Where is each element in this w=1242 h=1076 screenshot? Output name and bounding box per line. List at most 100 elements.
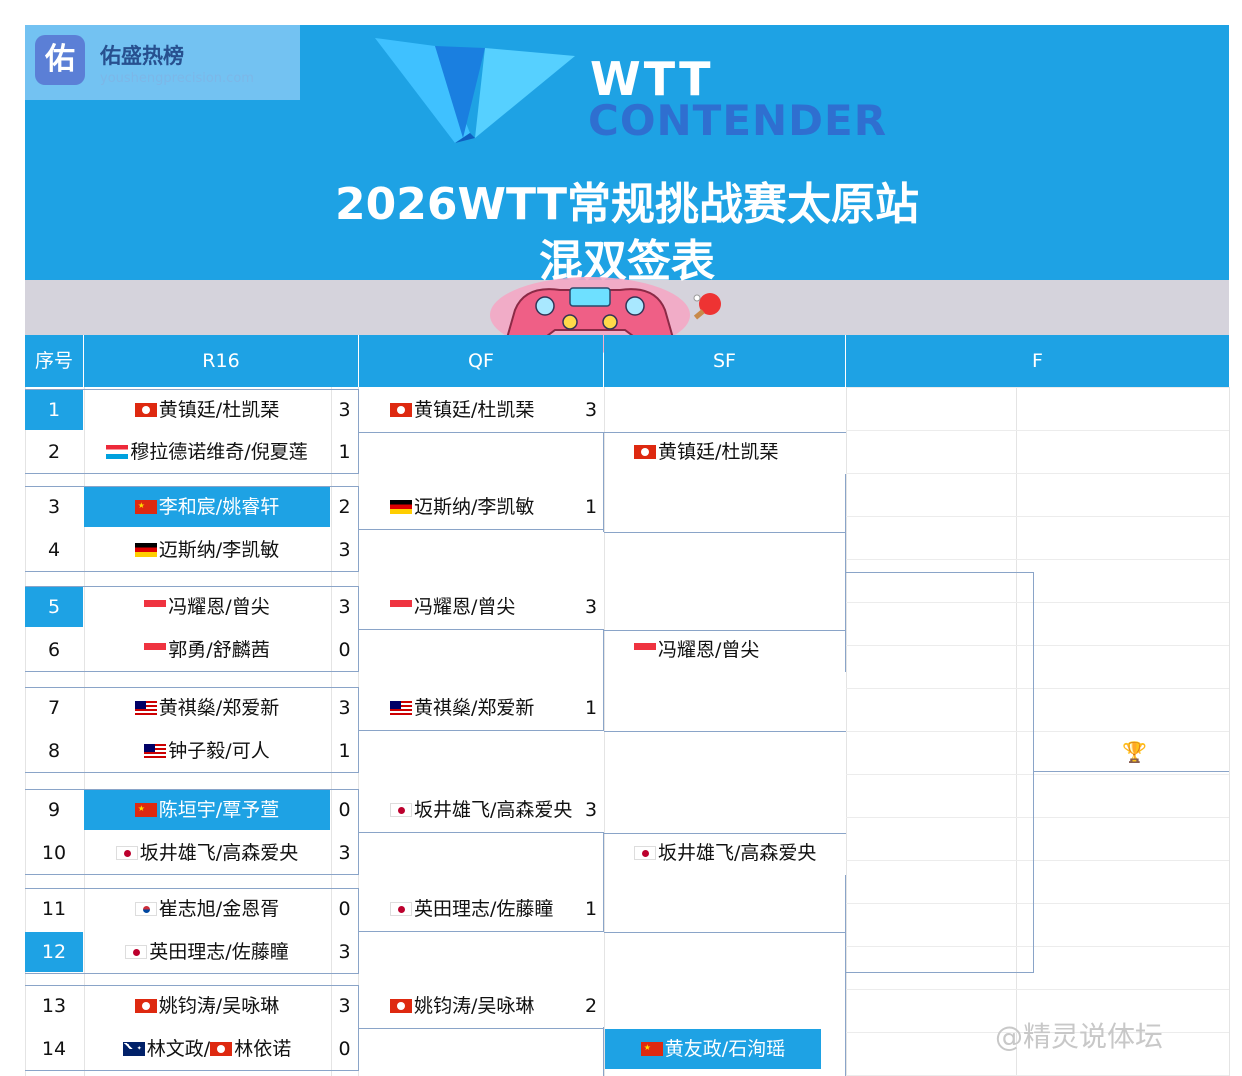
- qf-score: 3: [584, 399, 598, 421]
- team-name: 黄镇廷/杜凯琹: [158, 399, 280, 421]
- header-sf: SF: [604, 335, 845, 387]
- seed-number: 13: [41, 995, 67, 1017]
- team-name-part: 林依诺: [234, 1038, 292, 1060]
- seed-number: 2: [47, 441, 61, 463]
- seed-number: 5: [25, 587, 83, 627]
- team-name: 英田理志/佐藤瞳: [414, 898, 554, 920]
- team-name: 冯耀恩/曾尖: [414, 596, 516, 618]
- sf-team: 坂井雄飞/高森爱央: [634, 833, 816, 873]
- qf-team: 姚钧涛/吴咏琳: [390, 986, 534, 1026]
- sf-team: ★黄友政/石洵瑶: [605, 1029, 821, 1069]
- r16-team: 迈斯纳/李凯敏: [84, 530, 330, 570]
- seed-number: 6: [47, 639, 61, 661]
- team-name: 黄镇廷/杜凯琹: [658, 441, 779, 463]
- r16-score: 0: [338, 639, 351, 661]
- qf-score: 1: [584, 898, 598, 920]
- r16-score: 1: [338, 740, 351, 762]
- trophy-icon: 🏆: [1122, 740, 1147, 764]
- team-name: 坂井雄飞/高森爱央: [658, 842, 817, 864]
- r16-score: 3: [338, 399, 351, 421]
- qf-team: 冯耀恩/曾尖: [390, 587, 515, 627]
- qf-score: 2: [584, 995, 598, 1017]
- r16-team: 崔志旭/金恩胥: [84, 889, 330, 929]
- r16-score: 3: [338, 995, 351, 1017]
- qf-score: 3: [584, 799, 598, 821]
- r16-team: 黄祺燊/郑爱新: [84, 688, 330, 728]
- wtt-logo-mark: [375, 38, 575, 143]
- team-name: 穆拉德诺维奇/倪夏莲: [130, 441, 308, 463]
- team-name: 坂井雄飞/高森爱央: [139, 842, 299, 864]
- footer-watermark: @精灵说体坛: [995, 1020, 1164, 1053]
- team-name: 黄祺燊/郑爱新: [158, 697, 280, 719]
- r16-team: 黄镇廷/杜凯琹: [84, 390, 330, 430]
- r16-team: ★陈垣宇/覃予萱: [84, 790, 330, 830]
- team-name: 李和宸/姚睿轩: [158, 496, 280, 518]
- qf-team: 坂井雄飞/高森爱央: [390, 790, 572, 830]
- qf-team: 黄祺燊/郑爱新: [390, 688, 534, 728]
- header-f: F: [846, 335, 1229, 387]
- seed-number: 11: [41, 898, 67, 920]
- team-name: 英田理志/佐藤瞳: [149, 941, 289, 963]
- team-name: 郭勇/舒麟茜: [168, 639, 270, 661]
- seed-number: 7: [47, 697, 61, 719]
- qf-team: 黄镇廷/杜凯琹: [390, 390, 534, 430]
- qf-team: 英田理志/佐藤瞳: [390, 889, 553, 929]
- team-name: 坂井雄飞/高森爱央: [414, 799, 573, 821]
- team-name: 崔志旭/金恩胥: [158, 898, 280, 920]
- r16-team: 钟子毅/可人: [84, 731, 330, 771]
- r16-team: ✦林文政/林依诺: [84, 1029, 330, 1069]
- header-r16: R16: [84, 335, 358, 387]
- seed-number: 10: [41, 842, 67, 864]
- r16-team: ★李和宸/姚睿轩: [84, 487, 330, 527]
- r16-score: 0: [338, 799, 351, 821]
- watermark-url: youshengprecision.com: [100, 71, 254, 86]
- watermark-logo: 佑: [35, 35, 85, 85]
- team-name: 姚钧涛/吴咏琳: [158, 995, 280, 1017]
- r16-score: 0: [338, 898, 351, 920]
- watermark-name: 佑盛热榜: [100, 44, 184, 68]
- page-title: 2026WTT常规挑战赛太原站: [334, 179, 920, 230]
- r16-team: 郭勇/舒麟茜: [84, 630, 330, 670]
- r16-score: 1: [338, 441, 351, 463]
- team-name: 黄友政/石洵瑶: [664, 1038, 786, 1060]
- sf-team: 冯耀恩/曾尖: [634, 630, 759, 670]
- seed-number: 12: [25, 932, 83, 972]
- qf-score: 1: [584, 697, 598, 719]
- header-qf: QF: [359, 335, 603, 387]
- team-name-part: 林文政/: [146, 1038, 211, 1060]
- seed-number: 14: [41, 1038, 67, 1060]
- team-name: 陈垣宇/覃予萱: [158, 799, 280, 821]
- seed-number: 8: [47, 740, 61, 762]
- team-name: 黄祺燊/郑爱新: [414, 697, 535, 719]
- r16-score: 0: [338, 1038, 351, 1060]
- qf-score: 1: [584, 496, 598, 518]
- seed-number: 4: [47, 539, 61, 561]
- header-seed: 序号: [25, 335, 83, 387]
- logo-contender: CONTENDER: [588, 96, 888, 145]
- paddle-icon: [693, 293, 721, 320]
- r16-score: 3: [338, 596, 351, 618]
- r16-team: 穆拉德诺维奇/倪夏莲: [84, 432, 330, 472]
- sf-team: 黄镇廷/杜凯琹: [634, 432, 778, 472]
- r16-score: 2: [338, 496, 351, 518]
- team-name: 迈斯纳/李凯敏: [158, 539, 280, 561]
- team-name: 冯耀恩/曾尖: [168, 596, 270, 618]
- seed-number: 9: [47, 799, 61, 821]
- r16-team: 英田理志/佐藤瞳: [84, 932, 330, 972]
- logo-wtt: WTT: [590, 52, 714, 106]
- qf-score: 3: [584, 596, 598, 618]
- team-name: 姚钧涛/吴咏琳: [414, 995, 535, 1017]
- qf-team: 迈斯纳/李凯敏: [390, 487, 534, 527]
- team-name: 冯耀恩/曾尖: [658, 639, 760, 661]
- r16-team: 姚钧涛/吴咏琳: [84, 986, 330, 1026]
- seed-number: 3: [47, 496, 61, 518]
- seed-number: 1: [25, 390, 83, 430]
- r16-score: 3: [338, 697, 351, 719]
- gamepad-icon: [490, 277, 690, 353]
- r16-score: 3: [338, 842, 351, 864]
- team-name: 黄镇廷/杜凯琹: [414, 399, 535, 421]
- r16-team: 坂井雄飞/高森爱央: [84, 833, 330, 873]
- team-name: 钟子毅/可人: [168, 740, 270, 762]
- r16-score: 3: [338, 941, 351, 963]
- r16-team: 冯耀恩/曾尖: [84, 587, 330, 627]
